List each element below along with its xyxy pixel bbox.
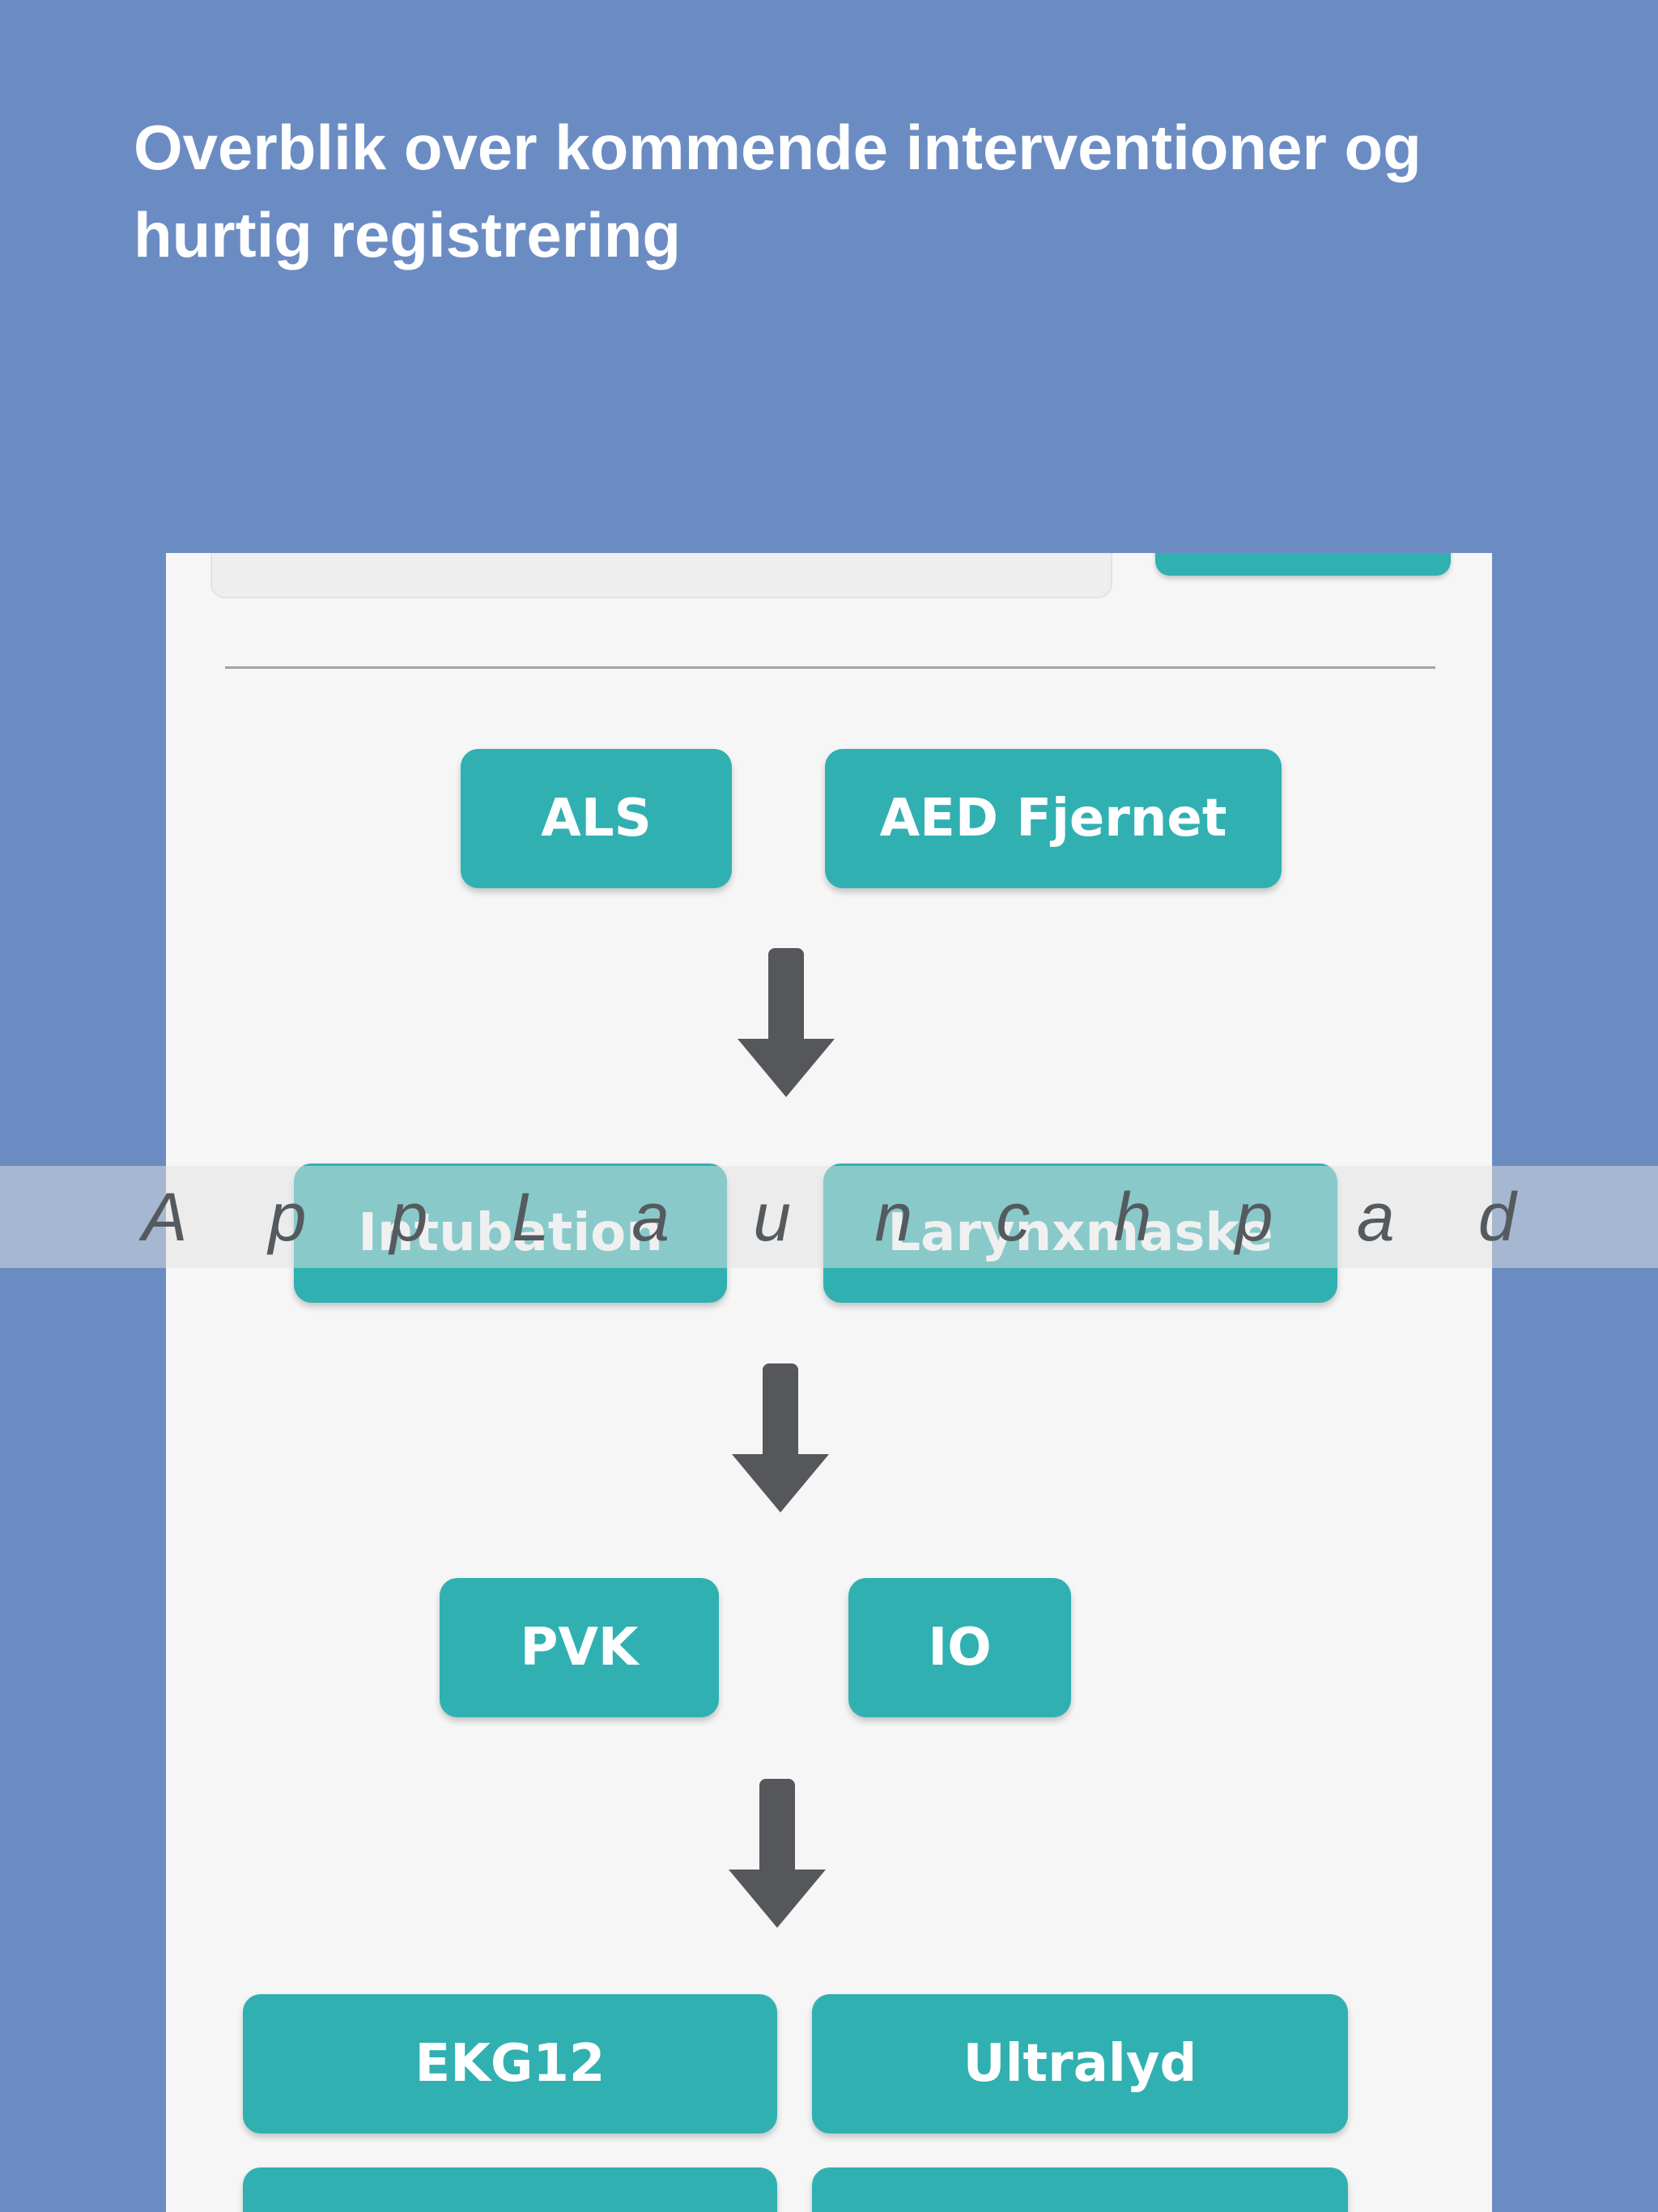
search-field[interactable] xyxy=(210,553,1112,598)
next-row-button-right[interactable] xyxy=(812,2167,1348,2212)
top-action-button[interactable] xyxy=(1155,553,1451,576)
watermark-banner: A p p L a u n c h p a d xyxy=(0,1166,1658,1268)
als-button[interactable]: ALS xyxy=(461,749,732,888)
ultralyd-button[interactable]: Ultralyd xyxy=(812,1994,1348,2133)
next-row-button-left[interactable] xyxy=(243,2167,777,2212)
watermark-label: A p p L a u n c h p a d xyxy=(142,1178,1549,1255)
ekg12-button[interactable]: EKG12 xyxy=(243,1994,777,2133)
arrow-down-icon xyxy=(738,948,835,1097)
io-button[interactable]: IO xyxy=(848,1578,1071,1717)
app-screenshot: ALS AED Fjernet Intubation Larynxmaske P… xyxy=(166,553,1492,2212)
headline: Overblik over kommende interventioner og… xyxy=(134,112,1422,270)
aed-fjernet-button[interactable]: AED Fjernet xyxy=(825,749,1282,888)
arrow-down-icon xyxy=(729,1779,826,1928)
arrow-down-icon xyxy=(732,1363,829,1512)
pvk-button[interactable]: PVK xyxy=(440,1578,719,1717)
divider xyxy=(225,666,1435,669)
